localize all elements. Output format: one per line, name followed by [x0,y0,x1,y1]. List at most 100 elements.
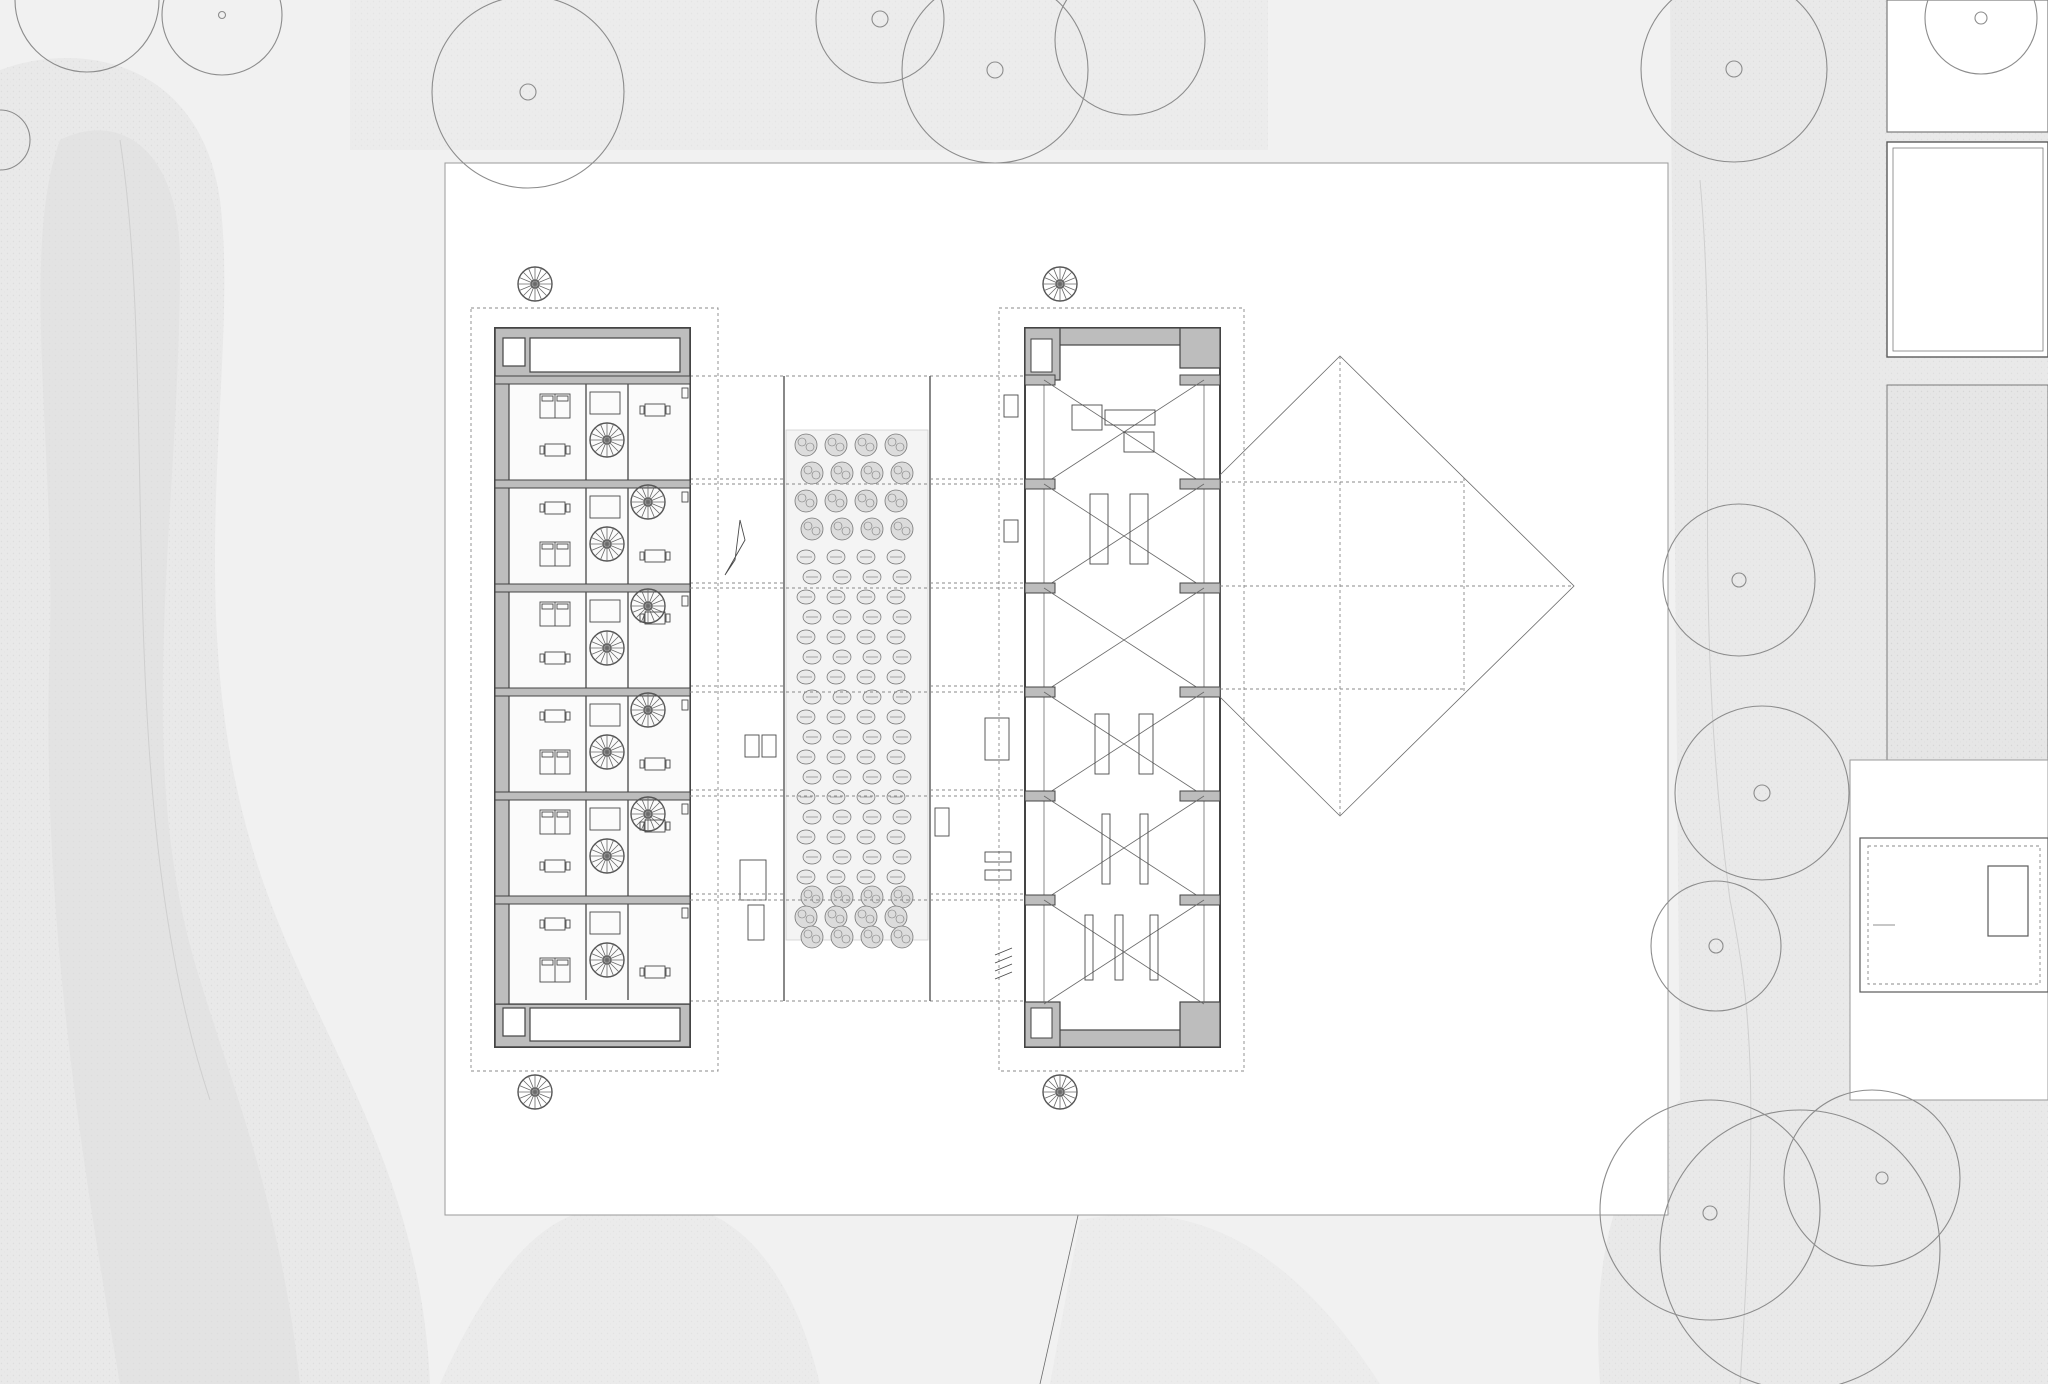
bathroom [589,703,621,727]
crop-plant-icon [886,669,906,685]
tree-icon [1662,503,1816,657]
workbench-icon [1114,914,1124,981]
crop-plant-icon [886,629,906,645]
tree-icon [0,109,31,171]
spiral-stair-icon [630,588,666,624]
housing-zone-outline [470,307,719,1072]
shrub-icon [890,517,914,541]
tree-icon [815,0,945,84]
crop-plant-icon [826,669,846,685]
housing-building [494,327,691,1048]
crop-plant-icon [802,729,822,745]
yard-equipment [724,394,1019,980]
crop-plant-icon [862,809,882,825]
crop-plant-icon [856,549,876,565]
shrub-icon [860,517,884,541]
tree-icon [1924,0,2038,75]
crop-plant-icon [862,729,882,745]
shrub-icon [854,489,878,513]
crop-plant-icon [856,789,876,805]
spiral-stair-icon [589,942,625,978]
crop-plant-icon [796,669,816,685]
crop-plant-icon [892,809,912,825]
shrub-icon [800,925,824,949]
crop-plant-icon [862,609,882,625]
spiral-stair-icon [589,838,625,874]
spiral-stair-icon [589,526,625,562]
crop-plant-icon [856,709,876,725]
farm-bay [1024,582,1221,693]
shrub-icon [794,433,818,457]
workbench-icon [1101,813,1111,885]
tree-icon [1783,1089,1961,1267]
farm-bay [1024,374,1221,485]
shrub-icon [824,489,848,513]
shrub-icon [884,433,908,457]
crop-plant-icon [886,709,906,725]
tree-icon [1650,880,1782,1012]
shrub-icon [830,461,854,485]
tree-icon [1674,705,1850,881]
shrub-icon [884,905,908,929]
spiral-stair-icon [589,734,625,770]
farm-bays [1024,374,1221,1005]
spiral-stair-icon [630,484,666,520]
crop-plant-icon [826,789,846,805]
housing-unit [494,791,691,901]
tractor-icon [1071,404,1103,431]
tree-icon [1054,0,1206,116]
structural-grid [690,483,1025,901]
crop-plant-icon [832,609,852,625]
tree-icon [14,0,227,73]
crop-plant-icon [796,749,816,765]
shrub-icon [854,433,878,457]
crop-plant-icon [802,569,822,585]
crop-plant-icon [796,549,816,565]
crop-plant-icon [892,569,912,585]
tree-icon [1599,1099,1821,1321]
crop-plant-icon [862,769,882,785]
shrub-icon [860,885,884,909]
housing-unit [494,687,691,797]
crop-plant-icon [802,609,822,625]
crop-plant-icon [832,849,852,865]
tractor-icon [1089,493,1109,565]
shrub-icon [860,925,884,949]
shrub-icon [890,461,914,485]
shrub-icon [824,433,848,457]
crop-plant-icon [826,829,846,845]
tractor-icon [747,904,765,941]
tree-icon [161,0,283,76]
crop-plant-icon [862,569,882,585]
bathroom [589,495,621,519]
crop-plant-icon [796,869,816,885]
bicycle-rack-icon [994,947,1013,980]
housing-unit [494,479,691,589]
neighbor-buildings [1849,0,2048,1101]
crop-plant-icon [796,829,816,845]
tree-icon [431,0,625,189]
bathroom [589,807,621,831]
crop-plant-icon [886,589,906,605]
shrub-icon [830,517,854,541]
spiral-stair-icon [1042,266,1078,302]
crop-plant-icon [826,549,846,565]
crop-plant-icon [832,769,852,785]
spiral-stair-icon [630,796,666,832]
crop-plant-icon [832,649,852,665]
tree-icon [901,0,1089,164]
crop-plant-icon [856,629,876,645]
farm-bay [1024,790,1221,901]
crop-plant-icon [796,709,816,725]
shrub-icon [824,905,848,929]
farm-bay [1024,894,1221,1005]
crop-plant-icon [886,549,906,565]
shrub-icon [800,461,824,485]
crop-plant-icon [802,849,822,865]
shrub-icon [830,885,854,909]
shrub-icon [884,489,908,513]
tractor-icon [1104,409,1156,426]
crop-plant-icon [802,809,822,825]
crop-plant-icon [796,789,816,805]
